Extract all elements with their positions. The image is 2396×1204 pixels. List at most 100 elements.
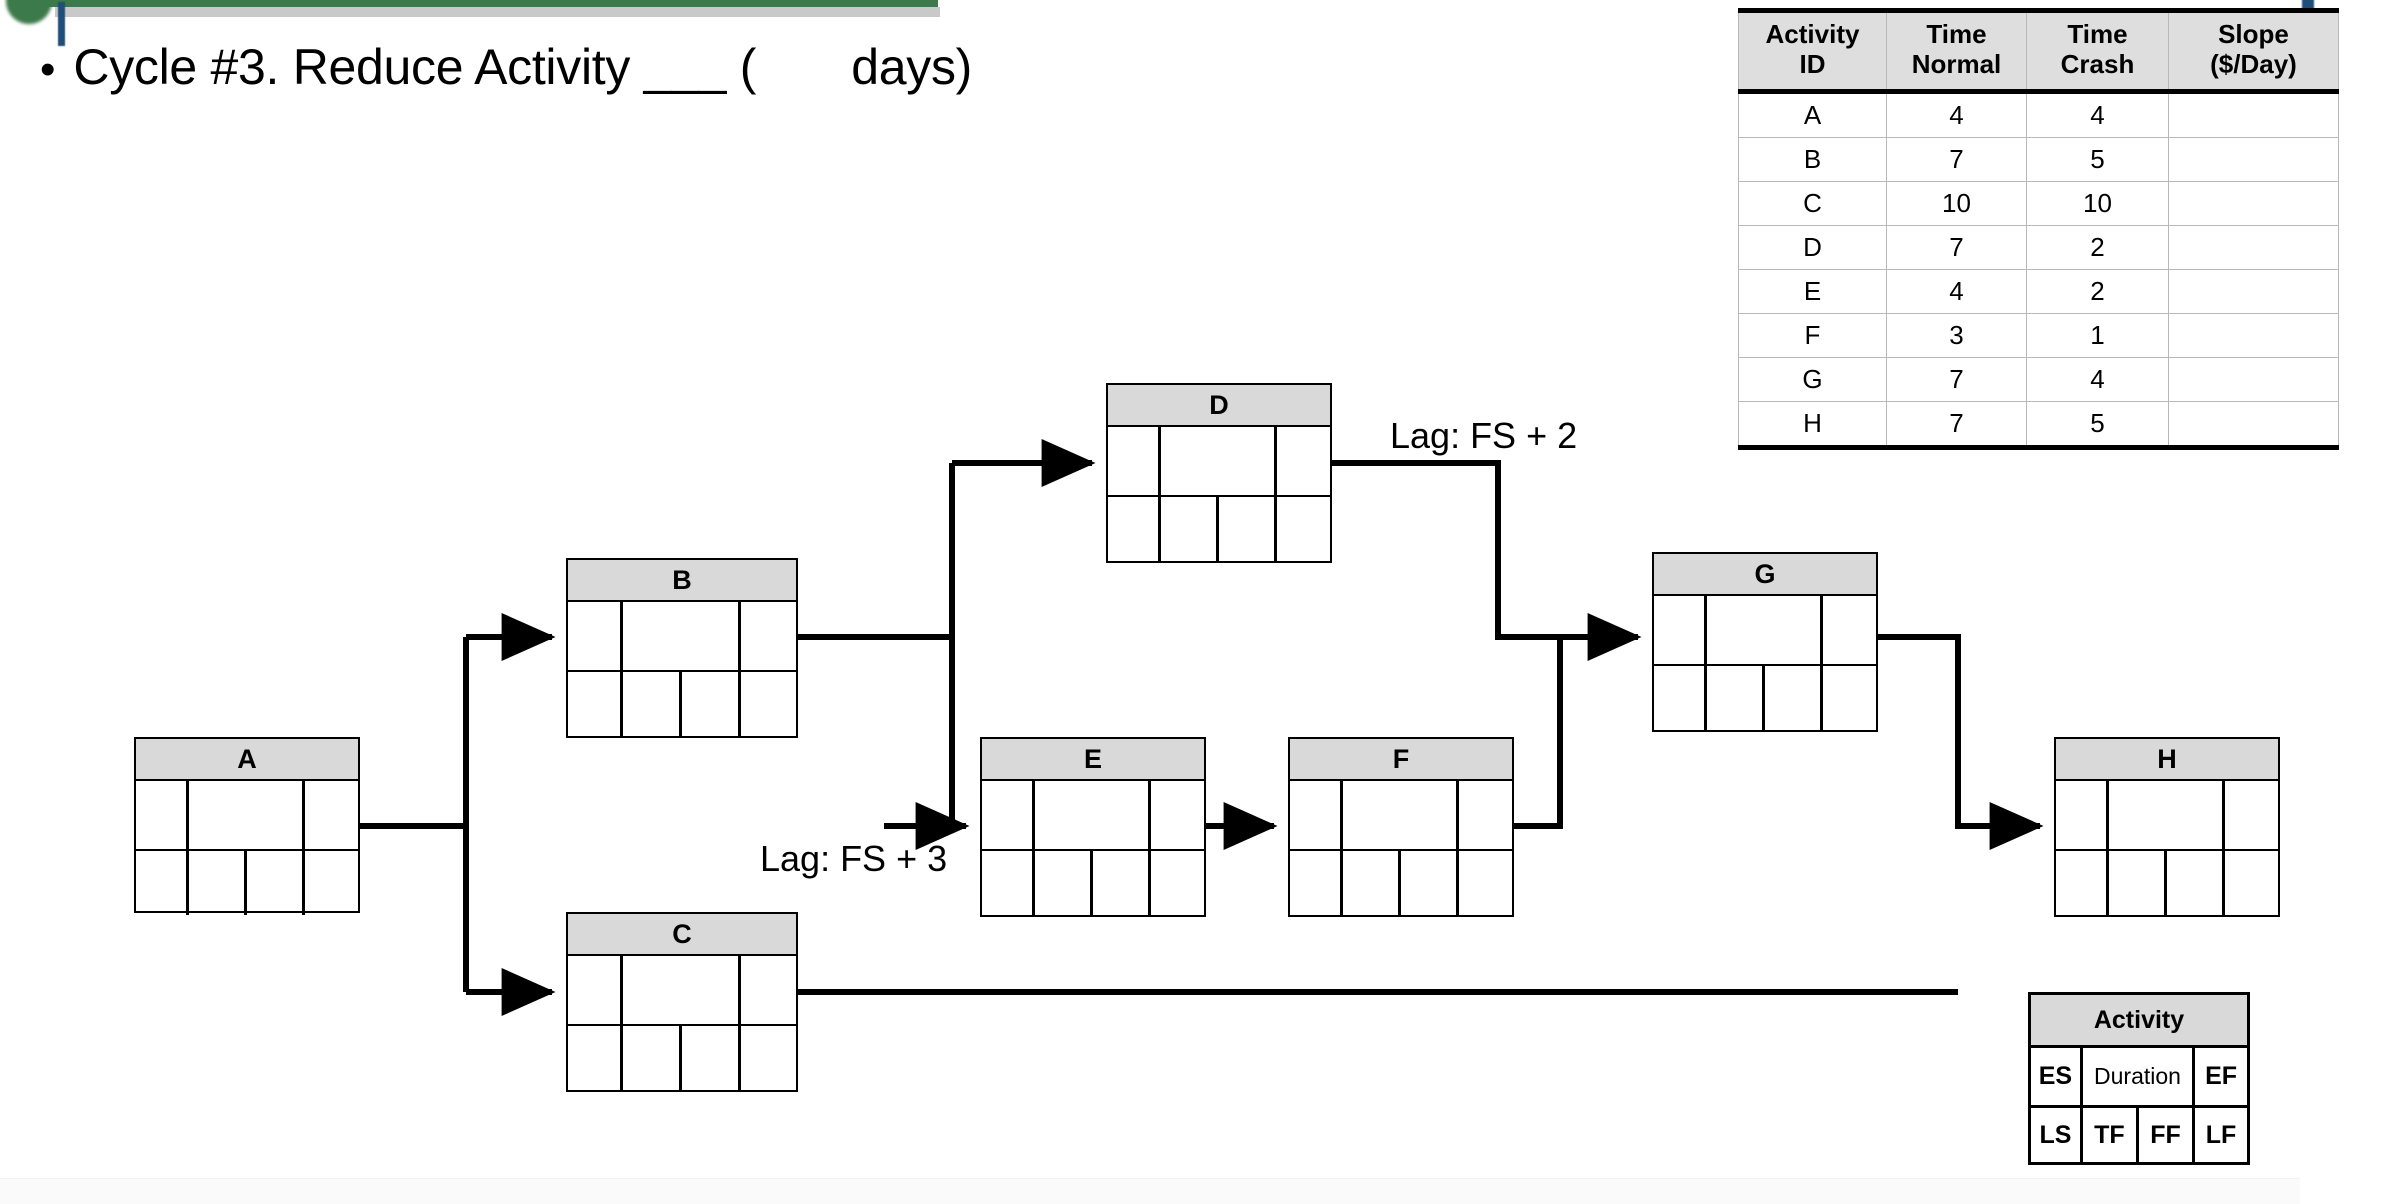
- cell-tf[interactable]: [1707, 666, 1765, 730]
- cell-duration[interactable]: [189, 781, 305, 849]
- cell-lf[interactable]: [1277, 497, 1330, 561]
- cell-activity-id: E: [1738, 269, 1887, 314]
- cell-lf[interactable]: [2225, 851, 2278, 915]
- cell-tf[interactable]: [623, 1026, 682, 1090]
- cell-ef[interactable]: [741, 602, 796, 670]
- cell-ls[interactable]: [568, 1026, 623, 1090]
- cell-duration[interactable]: [1161, 427, 1277, 495]
- column-header-slope: Slope ($/Day): [2168, 8, 2339, 94]
- activity-node-a[interactable]: A: [134, 737, 360, 915]
- cell-ff[interactable]: [1765, 666, 1823, 730]
- cell-time-crash: 5: [2026, 137, 2169, 182]
- header-line-2: ID: [1799, 48, 1826, 79]
- cell-ff[interactable]: [2167, 851, 2225, 915]
- cell-ff[interactable]: [1219, 497, 1277, 561]
- lag-label: Lag: FS + 3: [760, 838, 948, 879]
- cell-ef[interactable]: [2225, 781, 2278, 849]
- activity-node-label: G: [1654, 554, 1876, 596]
- cell-time-normal: 7: [1886, 225, 2027, 270]
- cell-ef[interactable]: [305, 781, 358, 849]
- cell-ff[interactable]: [682, 1026, 742, 1090]
- cell-time-crash: 10: [2026, 181, 2169, 226]
- crash-cost-table: Activity ID Time Normal Time Crash Slope…: [1738, 8, 2339, 450]
- cell-es[interactable]: [1108, 427, 1162, 495]
- legend-cell-ff: FF: [2139, 1108, 2196, 1162]
- cell-ls[interactable]: [1654, 666, 1708, 730]
- cell-tf[interactable]: [189, 851, 247, 915]
- cell-activity-id: B: [1738, 137, 1887, 182]
- cell-ls[interactable]: [1108, 497, 1162, 561]
- cell-es[interactable]: [568, 602, 623, 670]
- cell-duration[interactable]: [1035, 781, 1151, 849]
- activity-node-row-bottom: [1290, 849, 1512, 915]
- cell-es[interactable]: [568, 956, 623, 1024]
- activity-node-h[interactable]: H: [2054, 737, 2280, 917]
- cell-ls[interactable]: [982, 851, 1036, 915]
- cell-ef[interactable]: [1823, 596, 1876, 664]
- cell-ef[interactable]: [1459, 781, 1512, 849]
- cell-tf[interactable]: [1035, 851, 1093, 915]
- cell-lf[interactable]: [741, 1026, 796, 1090]
- header-line-1: Time: [1926, 19, 1987, 49]
- bullet-line: • Cycle #3. Reduce Activity ___ ( days): [40, 40, 1390, 95]
- cell-time-normal: 3: [1886, 313, 2027, 358]
- cell-lf[interactable]: [1151, 851, 1204, 915]
- cell-ff[interactable]: [1401, 851, 1459, 915]
- bullet-text: Cycle #3. Reduce Activity ___ ( days): [73, 39, 973, 95]
- activity-node-e[interactable]: E: [980, 737, 1206, 917]
- cell-lf[interactable]: [741, 672, 796, 736]
- column-header-time-normal: Time Normal: [1886, 8, 2027, 94]
- cell-ef[interactable]: [1277, 427, 1330, 495]
- cell-es[interactable]: [1290, 781, 1344, 849]
- activity-node-row-top: [2056, 781, 2278, 849]
- cell-time-normal: 7: [1886, 137, 2027, 182]
- cell-ff[interactable]: [1093, 851, 1151, 915]
- cell-ls[interactable]: [2056, 851, 2110, 915]
- activity-node-c[interactable]: C: [566, 912, 798, 1092]
- cell-lf[interactable]: [305, 851, 358, 915]
- cell-duration[interactable]: [1343, 781, 1459, 849]
- cell-time-crash: 2: [2026, 225, 2169, 270]
- cell-time-crash: 5: [2026, 401, 2169, 450]
- activity-node-row-bottom: [982, 849, 1204, 915]
- activity-node-d[interactable]: D: [1106, 383, 1332, 563]
- activity-node-row-bottom: [1108, 495, 1330, 561]
- cell-ef[interactable]: [741, 956, 796, 1024]
- cell-es[interactable]: [136, 781, 190, 849]
- cell-duration[interactable]: [2109, 781, 2225, 849]
- cell-ls[interactable]: [1290, 851, 1344, 915]
- cell-time-normal: 4: [1886, 91, 2027, 138]
- cell-es[interactable]: [982, 781, 1036, 849]
- cell-ls[interactable]: [136, 851, 190, 915]
- activity-node-label: F: [1290, 739, 1512, 781]
- cell-tf[interactable]: [1343, 851, 1401, 915]
- cell-slope: [2168, 357, 2339, 402]
- activity-node-f[interactable]: F: [1288, 737, 1514, 917]
- cell-ff[interactable]: [247, 851, 305, 915]
- cell-time-normal: 7: [1886, 401, 2027, 450]
- cell-ff[interactable]: [682, 672, 742, 736]
- cell-duration[interactable]: [1707, 596, 1823, 664]
- legend-cell-es: ES: [2031, 1048, 2083, 1105]
- cell-tf[interactable]: [2109, 851, 2167, 915]
- cell-duration[interactable]: [623, 956, 742, 1024]
- cell-lf[interactable]: [1823, 666, 1876, 730]
- cell-tf[interactable]: [1161, 497, 1219, 561]
- slide-chrome-gray-strip: [55, 7, 940, 17]
- header-line-2: ($/Day): [2210, 48, 2297, 79]
- cell-activity-id: A: [1738, 91, 1887, 138]
- activity-node-g[interactable]: G: [1652, 552, 1878, 732]
- cell-tf[interactable]: [623, 672, 682, 736]
- cell-lf[interactable]: [1459, 851, 1512, 915]
- activity-node-b[interactable]: B: [566, 558, 798, 738]
- cell-duration[interactable]: [623, 602, 742, 670]
- cell-time-normal: 7: [1886, 357, 2027, 402]
- cell-es[interactable]: [1654, 596, 1708, 664]
- cell-ef[interactable]: [1151, 781, 1204, 849]
- cell-ls[interactable]: [568, 672, 623, 736]
- cell-es[interactable]: [2056, 781, 2110, 849]
- bullet-marker: •: [40, 45, 56, 94]
- edge-g-to-h: [1878, 634, 2044, 850]
- slide-chrome-left-tick: [58, 2, 65, 46]
